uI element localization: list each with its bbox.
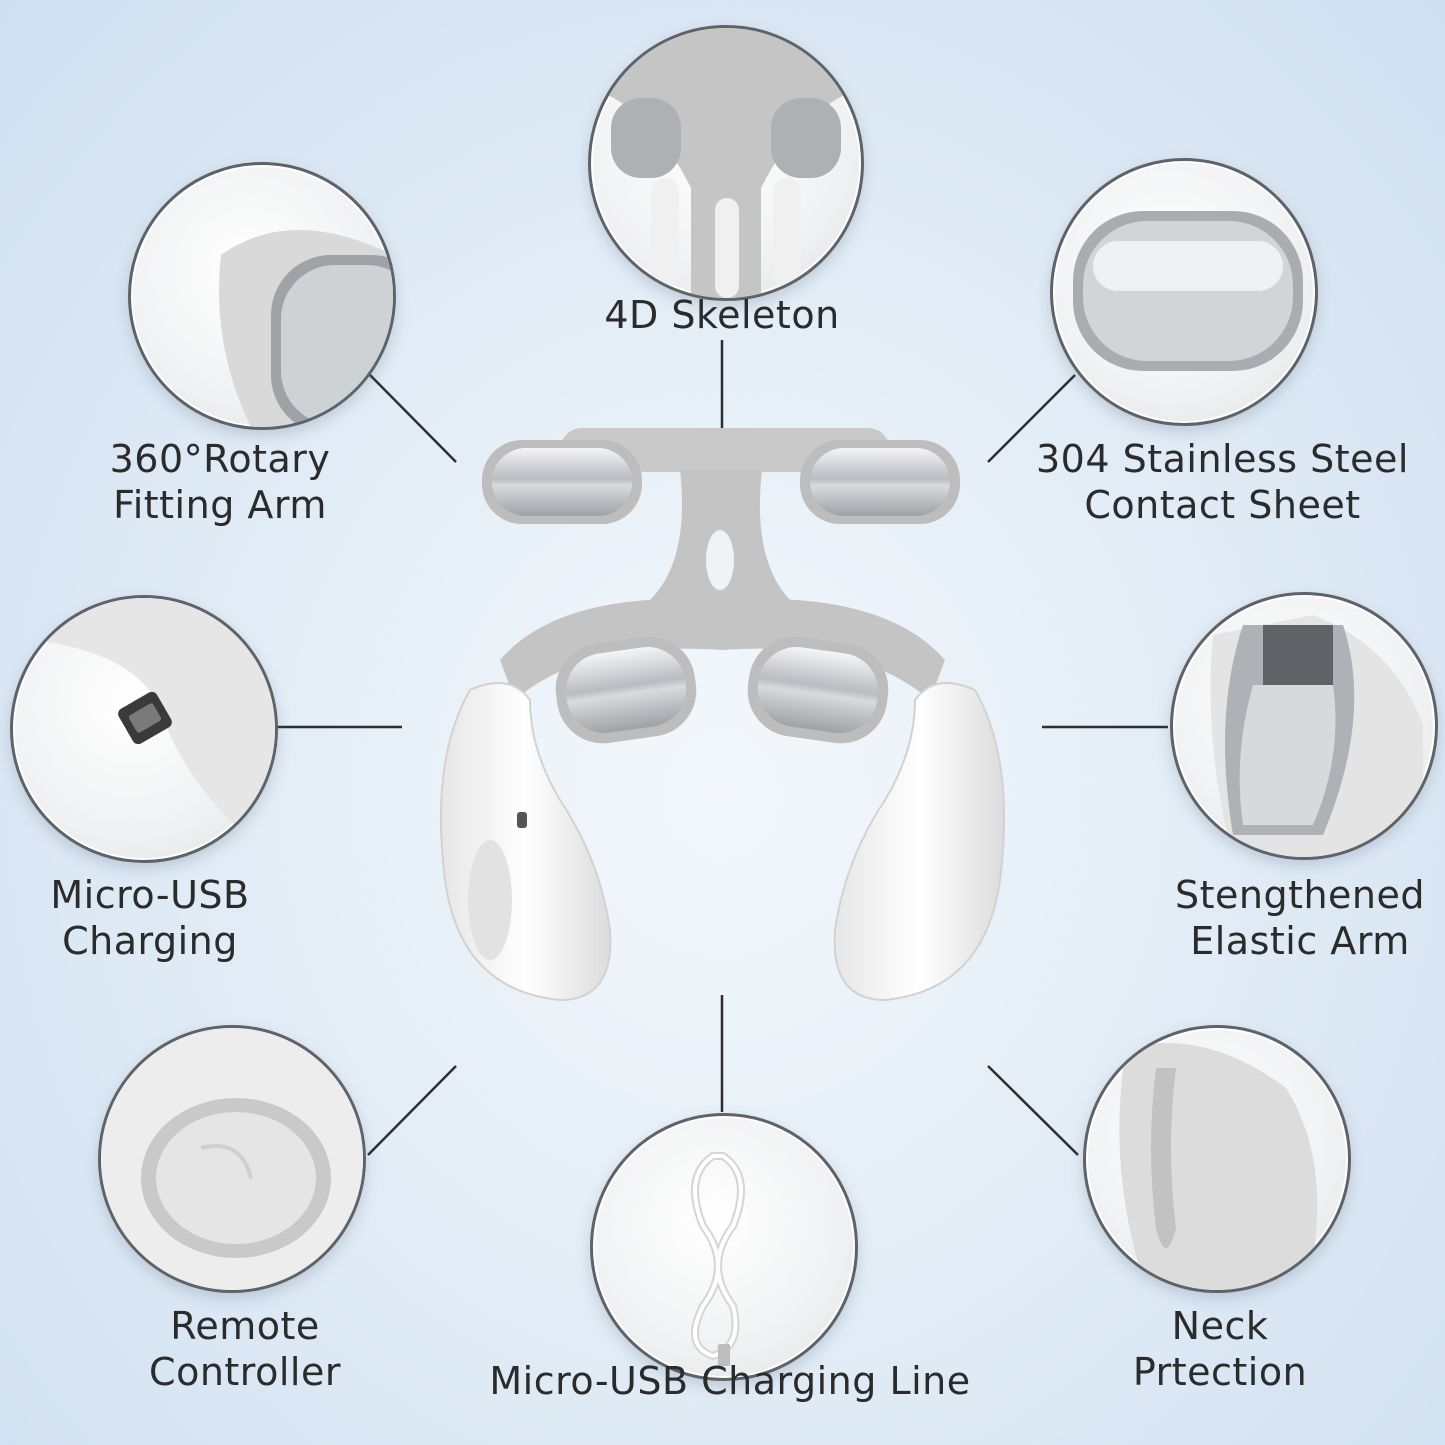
steel-sheet-label-line1: 304 Stainless Steel: [1035, 437, 1409, 481]
micro-usb-label-line2: Charging: [62, 919, 238, 963]
rotary-arm-label-line2: Fitting Arm: [113, 483, 327, 527]
charging-line-label-text: Micro-USB Charging Line: [489, 1359, 971, 1403]
micro-usb-label: Micro-USB Charging: [0, 872, 300, 964]
elastic-arm-label-line2: Elastic Arm: [1190, 919, 1410, 963]
usb-cable-icon: [691, 1152, 745, 1366]
remote-label-line2: Controller: [149, 1350, 341, 1394]
charging-line-label: Micro-USB Charging Line: [430, 1358, 1030, 1404]
elastic-arm-label-line1: Stengthened: [1174, 873, 1426, 917]
elastic-arm-detail-icon: [1210, 615, 1423, 857]
remote-label: Remote Controller: [90, 1303, 400, 1395]
remote-button-detail-icon: [101, 1028, 363, 1290]
charging-line-detail-circle: [590, 1113, 858, 1381]
rotary-arm-label: 360°Rotary Fitting Arm: [60, 436, 380, 528]
elastic-arm-label: Stengthened Elastic Arm: [1150, 872, 1445, 964]
skeleton-detail-icon: [591, 28, 861, 298]
elastic-arm-detail-circle: [1170, 592, 1438, 860]
skeleton-label: 4D Skeleton: [520, 292, 924, 338]
skeleton-detail-circle: [588, 25, 864, 301]
neck-protection-detail-circle: [1083, 1025, 1351, 1293]
neck-protection-label-line2: Prtection: [1132, 1350, 1308, 1394]
skeleton-label-text: 4D Skeleton: [604, 293, 840, 337]
rotary-arm-label-line1: 360°Rotary: [109, 437, 331, 481]
neck-protection-label: Neck Prtection: [1070, 1303, 1370, 1395]
neck-protection-label-line1: Neck: [1171, 1304, 1269, 1348]
rotary-arm-detail-icon: [219, 230, 393, 427]
steel-sheet-label: 304 Stainless Steel Contact Sheet: [1000, 436, 1445, 528]
remote-button-detail-circle: [98, 1025, 366, 1293]
steel-sheet-label-line2: Contact Sheet: [1084, 483, 1361, 527]
steel-pad-detail-icon: [1073, 211, 1303, 371]
rotary-arm-detail-circle: [128, 162, 396, 430]
micro-usb-label-line1: Micro-USB: [50, 873, 250, 917]
usb-port-detail-icon: [13, 598, 275, 860]
neck-protection-detail-icon: [1119, 1043, 1318, 1290]
usb-port-detail-circle: [10, 595, 278, 863]
steel-pad-detail-circle: [1050, 158, 1318, 426]
remote-label-line1: Remote: [170, 1304, 320, 1348]
